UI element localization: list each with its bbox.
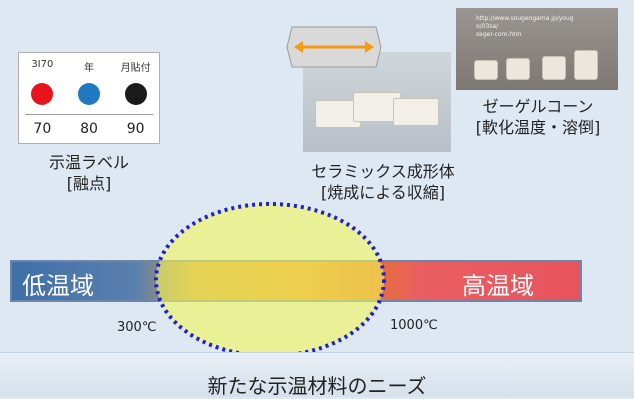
shrinkage-arrow-icon	[286, 26, 382, 68]
tick-300c: 300℃	[117, 320, 157, 335]
seger-cone-photo: http://www.sougengama.jp/youg o/03sa/ se…	[456, 8, 618, 90]
target-range-ellipse	[154, 202, 386, 358]
ceramic-block-right	[393, 98, 439, 126]
label-value-90: 90	[126, 121, 145, 137]
ceramic-title: セラミックス成形体	[311, 162, 455, 181]
thermo-label-image: 3I70 年 月貼付 70 80 90	[18, 52, 160, 144]
seger-cone-4	[574, 50, 598, 80]
label-divider	[25, 114, 153, 115]
thermo-label-caption: 示温ラベル [融点]	[14, 152, 164, 194]
label-header-code: 3I70	[31, 59, 54, 70]
thermo-label-title: 示温ラベル	[48, 153, 129, 172]
ceramic-subtitle: [焼成による収縮]	[320, 183, 445, 202]
seger-photo-url: http://www.sougengama.jp/youg o/03sa/ se…	[476, 15, 574, 38]
label-value-80: 80	[80, 121, 98, 137]
indicator-dot-70	[31, 83, 54, 105]
seger-title: ゼーゲルコーン	[482, 97, 594, 116]
label-header-month: 月貼付	[120, 63, 151, 74]
ceramic-caption: セラミックス成形体 [焼成による収縮]	[278, 161, 488, 203]
footer-panel: 新たな示温材料のニーズ	[0, 352, 634, 398]
footer-title: 新たな示温材料のニーズ	[207, 374, 427, 398]
seger-cone-3	[542, 56, 566, 80]
seger-cone-1	[474, 60, 498, 80]
seger-cone-2	[506, 58, 530, 80]
tick-1000c: 1000℃	[390, 318, 438, 333]
thermo-label-subtitle: [融点]	[66, 174, 112, 193]
label-value-70: 70	[33, 121, 52, 137]
ceramic-body-photo	[303, 52, 451, 152]
low-temperature-label: 低温域	[22, 272, 94, 300]
label-header-year: 年	[84, 63, 94, 74]
indicator-dot-80	[78, 83, 100, 105]
seger-caption: ゼーゲルコーン [軟化温度・溶倒]	[448, 96, 628, 138]
seger-subtitle: [軟化温度・溶倒]	[475, 118, 601, 137]
high-temperature-label: 高温域	[462, 272, 534, 300]
indicator-dot-90	[124, 83, 147, 105]
